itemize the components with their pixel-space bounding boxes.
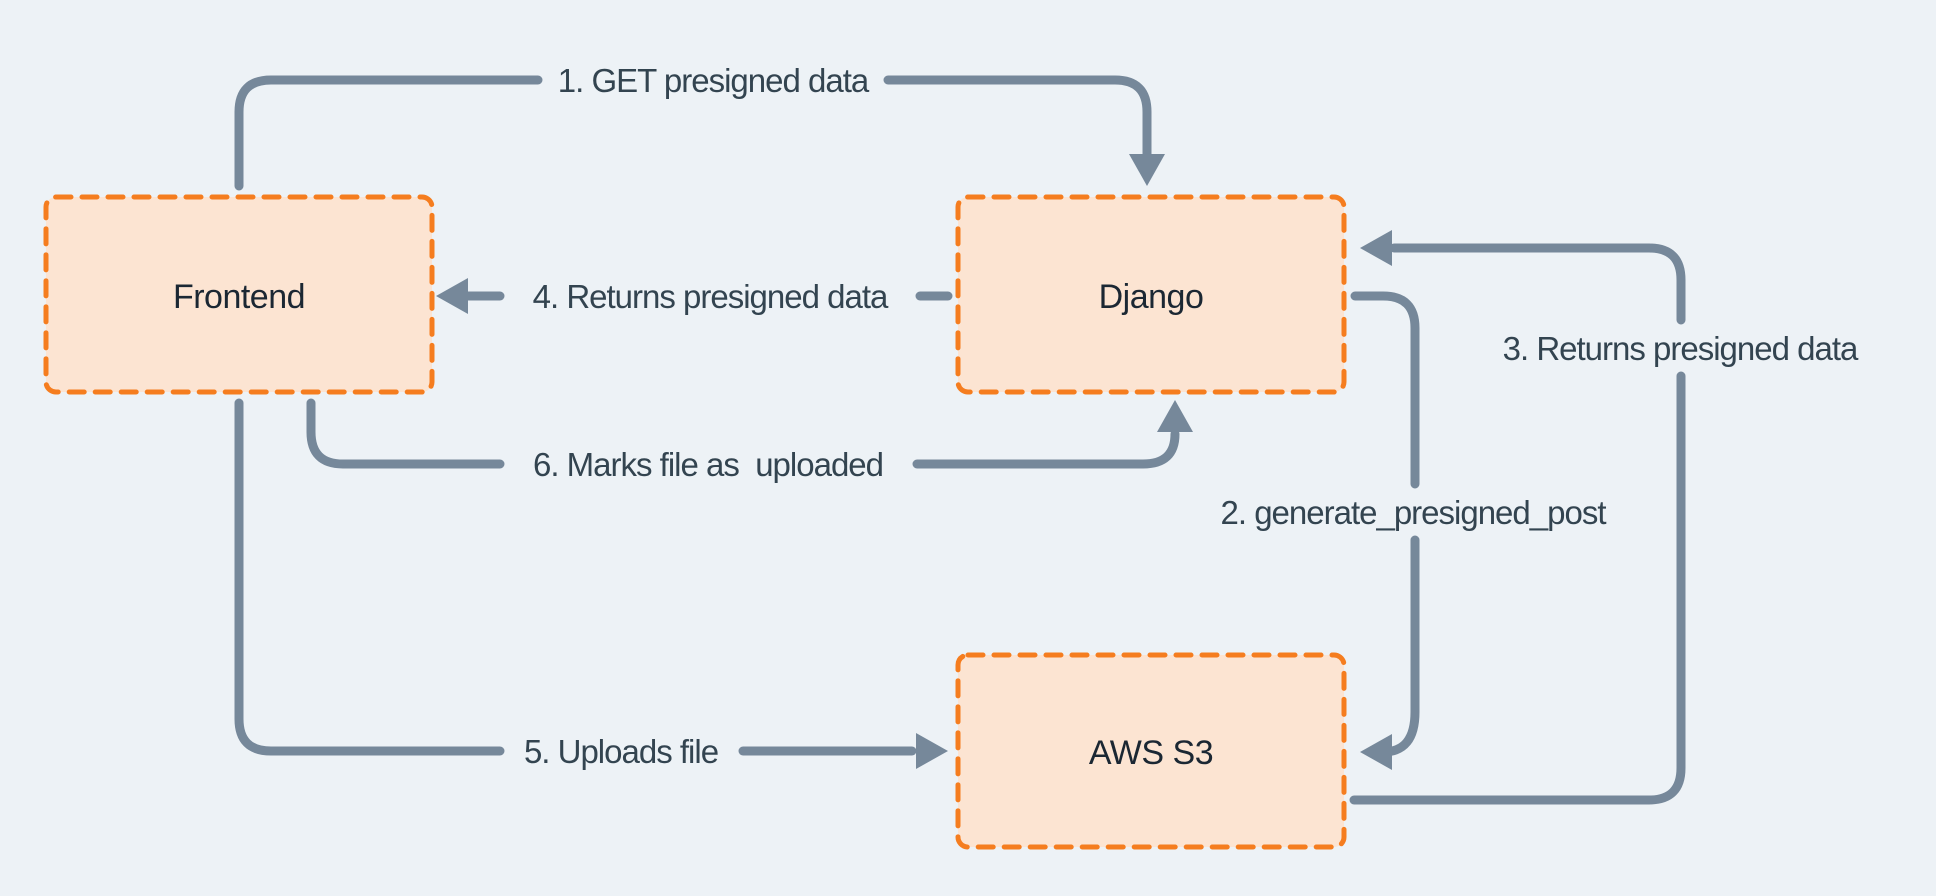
edge-4-arrowhead-left-icon: [436, 278, 468, 314]
edge-5-label: 5. Uploads file: [524, 733, 718, 770]
edge-5-arrowhead-right-icon: [916, 733, 948, 769]
edge-6-line-right: [912, 429, 1180, 469]
edge-3-label: 3. Returns presigned data: [1503, 330, 1859, 367]
edge-1-line-left: [234, 75, 543, 191]
edge-2-label: 2. generate_presigned_post: [1221, 494, 1607, 531]
edge-6-arrowhead-up-icon: [1157, 400, 1193, 432]
edge-1-arrowhead-down-icon: [1129, 154, 1165, 186]
edge-2-line-bottom: [1378, 535, 1420, 757]
edge-5-line-left: [234, 398, 505, 756]
edge-3-arrowhead-left-icon: [1360, 230, 1392, 266]
edge-6-line-left: [306, 398, 505, 469]
edge-2-line-top: [1350, 291, 1420, 489]
edge-2-arrowhead-left-icon: [1360, 734, 1392, 770]
edge-1-line-right: [883, 75, 1152, 159]
frontend-node-label: Frontend: [173, 278, 305, 316]
edge-1-label: 1. GET presigned data: [558, 62, 870, 99]
edge-3-line-bottom: [1349, 371, 1686, 805]
aws-s3-node: [955, 652, 1347, 850]
django-node-label: Django: [1099, 278, 1204, 316]
edge-4-label: 4. Returns presigned data: [533, 278, 889, 315]
django-node: [955, 194, 1347, 395]
edge-3-line-top: [1389, 243, 1686, 325]
aws-s3-node-label: AWS S3: [1089, 734, 1213, 772]
edge-6-label: 6. Marks file as uploaded: [533, 446, 883, 483]
frontend-node: [43, 194, 435, 395]
